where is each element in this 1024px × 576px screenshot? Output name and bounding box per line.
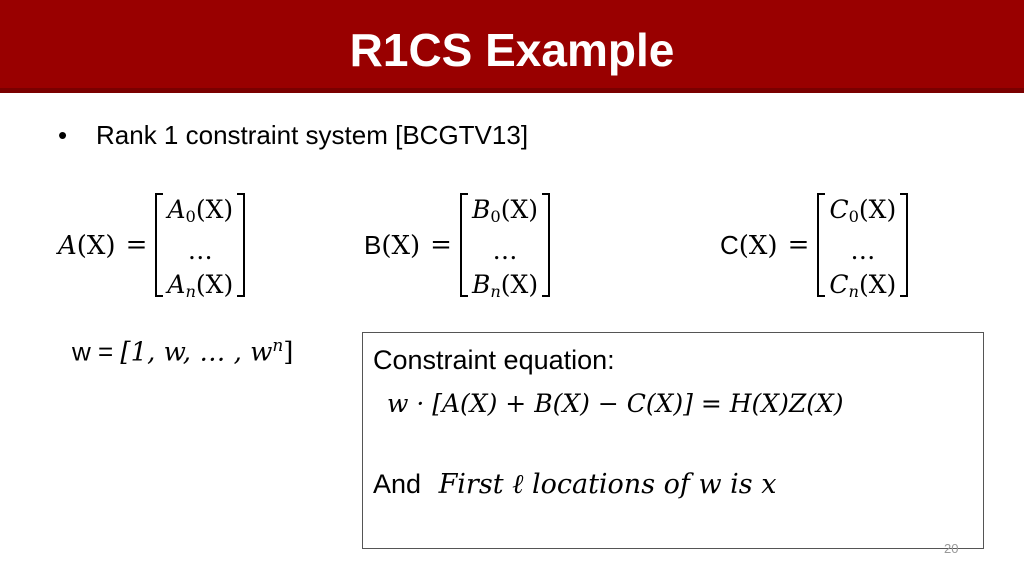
matrix-b-definition: B(X) = B0(X) … Bn(X) — [364, 190, 551, 301]
constraint-equation: w · [A(X) + B(X) − C(X)] = H(X)Z(X) — [387, 389, 844, 418]
w-vector-definition: w = [1, w, … , wn] — [72, 328, 293, 369]
title-bar — [0, 0, 1024, 93]
bullet-item: • Rank 1 constraint system [BCGTV13] — [58, 118, 528, 152]
matrix-b-column: B0(X) … Bn(X) — [468, 193, 542, 301]
matrix-c-column: C0(X) … Cn(X) — [825, 193, 900, 301]
matrix-c-lhs: C(X) — [720, 229, 778, 261]
right-bracket — [237, 193, 246, 297]
matrix-c-ellipsis: … — [850, 236, 876, 266]
constraint-box-title: Constraint equation: — [373, 345, 615, 375]
left-bracket — [155, 193, 164, 297]
matrix-a-bottom-entry: An(X) — [167, 270, 234, 302]
and-condition: First ℓ locations of w is x — [438, 469, 777, 500]
bullet-dot-icon: • — [58, 120, 68, 150]
w-vector-label: w = — [72, 336, 121, 367]
matrix-b-top-entry: B0(X) — [472, 195, 539, 227]
equals-sign: = — [787, 230, 810, 260]
matrix-a-definition: A(X) = A0(X) … An(X) — [58, 190, 246, 301]
equals-sign: = — [125, 230, 148, 260]
page-number: 20 — [944, 541, 959, 556]
equals-sign: = — [430, 230, 452, 260]
w-vector-exponent: n — [272, 335, 284, 355]
matrix-c-definition: C(X) = C0(X) … Cn(X) — [720, 190, 909, 301]
matrix-a-column: A0(X) … An(X) — [163, 193, 237, 301]
slide-title: R1CS Example — [349, 24, 675, 76]
w-vector-close: ] — [283, 337, 294, 368]
matrix-c-top-entry: C0(X) — [829, 195, 897, 227]
right-bracket — [900, 193, 909, 297]
right-bracket — [542, 193, 551, 297]
w-vector-body: [1, w, … , w — [120, 337, 273, 368]
left-bracket — [817, 193, 826, 297]
matrix-a-ellipsis: … — [187, 236, 213, 266]
title-bar-shadow — [0, 88, 1024, 93]
matrix-b-ellipsis: … — [492, 236, 518, 266]
matrix-a-top-entry: A0(X) — [167, 195, 234, 227]
constraint-box: Constraint equation: w · [A(X) + B(X) − … — [362, 332, 984, 549]
left-bracket — [459, 193, 468, 297]
matrix-c-bottom-entry: Cn(X) — [829, 270, 897, 302]
matrix-a-lhs: A(X) — [58, 230, 116, 261]
matrix-b-bottom-entry: Bn(X) — [471, 270, 539, 302]
and-label: And — [373, 469, 422, 499]
matrix-b-lhs: B(X) — [364, 229, 421, 261]
constraint-and-line: And First ℓ locations of w is x — [373, 467, 776, 502]
bullet-text: Rank 1 constraint system [BCGTV13] — [96, 120, 529, 150]
